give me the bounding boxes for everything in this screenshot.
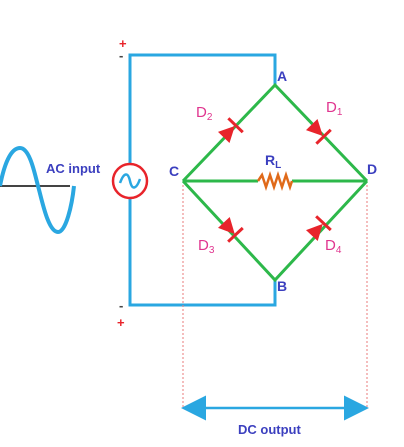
load-resistor <box>256 171 294 191</box>
ac-sine-wave <box>0 145 76 235</box>
diode-d4 <box>306 215 332 242</box>
diode-d2-label: D2 <box>196 104 213 123</box>
bridge-wire-c-a-d <box>181 82 369 183</box>
diode-d4-label: D4 <box>325 237 342 256</box>
node-d-label: D <box>367 161 377 177</box>
diode-d2 <box>217 117 244 144</box>
ac-source-sine-icon <box>118 173 142 189</box>
resistor-label: RL <box>265 152 281 171</box>
diode-d3 <box>218 216 244 243</box>
diode-d1-label: D1 <box>326 99 343 118</box>
diode-d1 <box>305 118 332 145</box>
ac-input-label: AC input <box>46 161 101 176</box>
ac-wire-top <box>128 53 277 163</box>
bottom-minus-sign: - <box>119 298 123 313</box>
top-minus-sign: - <box>119 48 123 63</box>
ac-wire-bottom <box>128 199 277 307</box>
node-c-label: C <box>169 163 179 179</box>
node-a-label: A <box>277 68 287 84</box>
node-b-label: B <box>277 278 287 294</box>
bridge-wire-c-b-d <box>181 179 369 283</box>
top-plus-sign: + <box>119 36 127 51</box>
bottom-plus-sign: + <box>117 315 125 330</box>
diode-d3-label: D3 <box>198 237 215 256</box>
dc-output-label: DC output <box>238 422 301 437</box>
